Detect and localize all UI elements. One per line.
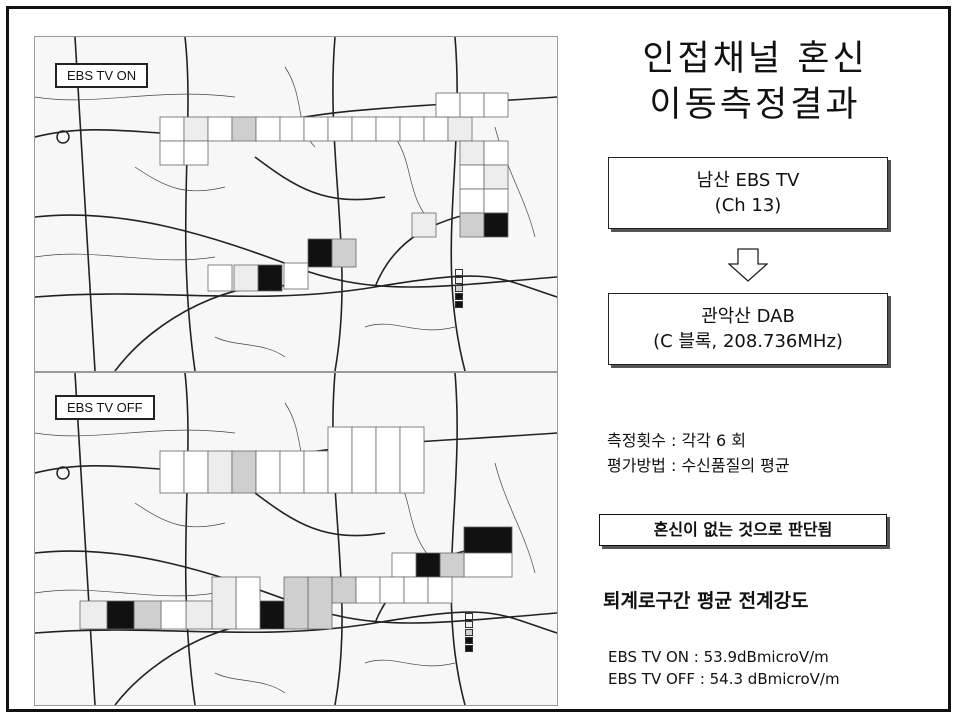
title-line-2: 이동측정결과 xyxy=(649,85,861,125)
map-ebs-tv-on: EBS TV ON xyxy=(34,36,558,372)
down-arrow-icon xyxy=(728,248,768,282)
target-box: 관악산 DAB (C 블록, 208.736MHz) xyxy=(608,293,888,365)
eval-method: 평가방법 : 수신품질의 평균 xyxy=(607,456,790,475)
section-heading: 퇴계로구간 평균 전계강도 xyxy=(603,590,809,612)
map-roads-bottom xyxy=(35,373,557,705)
target-name: 관악산 DAB xyxy=(701,306,795,327)
title-line-1: 인접채널 혼신 xyxy=(642,39,868,79)
slide-title: 인접채널 혼신 이동측정결과 xyxy=(590,36,920,128)
measure-count: 측정횟수 : 각각 6 회 xyxy=(607,431,746,450)
map-legend-bottom xyxy=(465,613,545,653)
conclusion-box: 혼신이 없는 것으로 판단됨 xyxy=(599,514,887,546)
map-label-ebs-off: EBS TV OFF xyxy=(55,395,155,420)
map-roads-top xyxy=(35,37,557,371)
source-name: 남산 EBS TV xyxy=(696,170,800,191)
target-frequency: (C 블록, 208.736MHz) xyxy=(653,331,843,352)
source-channel: (Ch 13) xyxy=(714,195,782,216)
map-label-ebs-on: EBS TV ON xyxy=(55,63,149,88)
result-ebs-off: EBS TV OFF : 54.3 dBmicroV/m xyxy=(608,670,840,688)
field-strength-results: EBS TV ON : 53.9dBmicroV/m EBS TV OFF : … xyxy=(608,646,840,690)
measurement-info: 측정횟수 : 각각 6 회 평가방법 : 수신품질의 평균 xyxy=(607,428,790,478)
source-box: 남산 EBS TV (Ch 13) xyxy=(608,157,888,229)
slide-frame xyxy=(6,6,951,712)
result-ebs-on: EBS TV ON : 53.9dBmicroV/m xyxy=(608,648,829,666)
map-ebs-tv-off: EBS TV OFF xyxy=(34,372,558,706)
map-legend-top xyxy=(455,269,535,309)
